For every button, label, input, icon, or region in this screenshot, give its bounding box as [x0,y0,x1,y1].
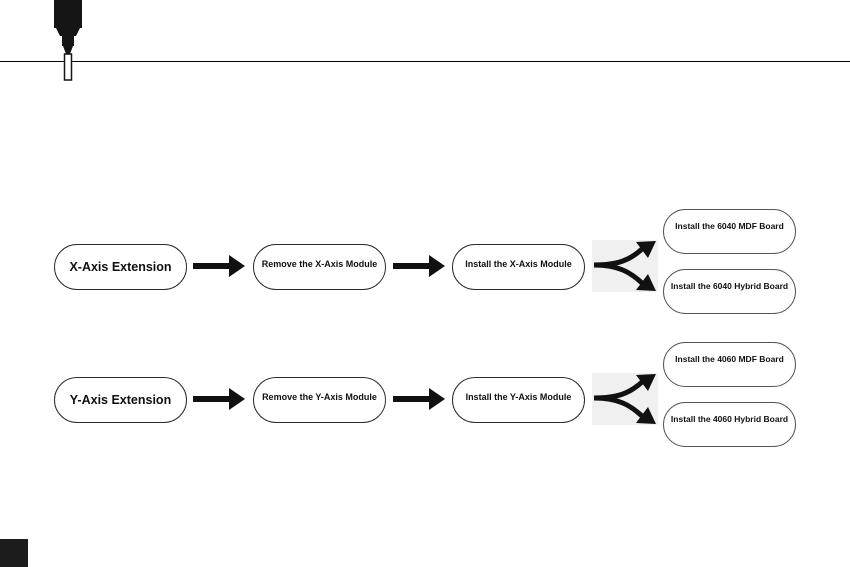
install-y-axis-module-node: Install the Y-Axis Module [452,377,585,423]
split-arrow-icon [592,373,658,425]
corner-block [0,539,28,567]
option-6040-hybrid-board: Install the 6040 Hybrid Board [663,269,796,314]
flow-arrow [393,388,445,410]
remove-x-axis-module-node: Remove the X-Axis Module [253,244,386,290]
cnc-spindle-icon [50,0,86,82]
flow-arrow [193,388,245,410]
option-4060-hybrid-board: Install the 4060 Hybrid Board [663,402,796,447]
remove-y-axis-module-node: Remove the Y-Axis Module [253,377,386,423]
flow-arrow [393,255,445,277]
option-4060-mdf-board: Install the 4060 MDF Board [663,342,796,387]
header-rule [0,61,850,62]
y-axis-extension-node: Y-Axis Extension [54,377,187,423]
install-x-axis-module-node: Install the X-Axis Module [452,244,585,290]
flow-arrow [193,255,245,277]
split-arrow-icon [592,240,658,292]
x-axis-extension-node: X-Axis Extension [54,244,187,290]
option-6040-mdf-board: Install the 6040 MDF Board [663,209,796,254]
